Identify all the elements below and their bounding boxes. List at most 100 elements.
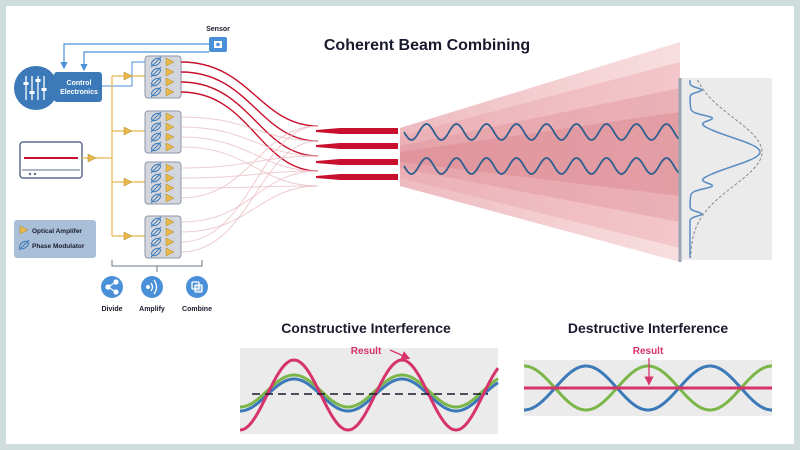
amplifier-triangle — [165, 112, 175, 122]
fiber-line — [180, 81, 319, 157]
sensor-icon — [209, 37, 227, 52]
amplifier-bank — [144, 55, 182, 99]
phase-modulator-icon — [150, 76, 162, 88]
beam-waves — [403, 123, 681, 175]
amplifier-legend-icon — [19, 225, 29, 235]
step-combine: Combine — [182, 276, 212, 313]
amplifier-bank — [144, 110, 182, 154]
step-amplify-label: Amplify — [139, 306, 165, 313]
envelope-profile — [690, 79, 763, 259]
phase-modulator-icon — [150, 192, 162, 204]
fiber-tip — [316, 159, 398, 165]
phase-modulator-icon — [150, 172, 162, 184]
phase-modulator-icon — [150, 121, 162, 133]
fiber-bundle — [180, 61, 319, 253]
feedback-lines — [60, 43, 209, 72]
amplifier-triangle — [165, 122, 175, 132]
input-wave-blue — [240, 377, 499, 413]
preamp-triangle — [87, 153, 97, 163]
amplifier-triangle — [165, 247, 175, 257]
laser-source — [19, 141, 83, 179]
constructive-result-arrow — [389, 349, 411, 360]
intensity-profile — [689, 80, 761, 258]
legend-amplifier: Optical Amplifer — [32, 228, 82, 235]
input-wave-green — [524, 364, 772, 412]
fiber-tip — [316, 174, 398, 180]
branch-amplifiers — [123, 71, 133, 241]
amplifier-triangle — [165, 217, 175, 227]
result-wave — [239, 358, 500, 432]
bank-housing — [144, 161, 182, 205]
phase-modulator-icon — [150, 86, 162, 98]
fiber-line — [180, 116, 319, 142]
amplifier-triangle — [165, 67, 175, 77]
fiber-line — [180, 71, 319, 142]
target-screen — [678, 78, 772, 262]
bank-housing — [144, 215, 182, 259]
phase-modulator-icon — [150, 131, 162, 143]
beam-wave — [403, 123, 681, 141]
amplifier-triangle — [165, 227, 175, 237]
destructive-plot — [524, 360, 772, 416]
amplifier-bank — [144, 161, 182, 205]
control-electronics: Control Electronics — [14, 66, 102, 110]
phase-modulator-icon — [150, 226, 162, 238]
fiber-line — [180, 126, 319, 157]
step-bracket — [111, 260, 203, 272]
fiber-line — [180, 61, 319, 127]
step-divide-label: Divide — [101, 306, 122, 313]
amplifier-triangle — [165, 163, 175, 173]
control-label-line2: Electronics — [60, 89, 98, 96]
control-label-line1: Control — [67, 80, 92, 87]
amplifier-triangle — [165, 57, 175, 67]
diagram-title: Coherent Beam Combining — [324, 37, 530, 54]
input-wave-green — [240, 373, 499, 409]
phase-modulator-icon — [150, 141, 162, 153]
fiber-line — [180, 136, 319, 172]
combine-icon — [191, 281, 203, 293]
step-amplify: Amplify — [139, 276, 165, 313]
constructive-title: Constructive Interference — [281, 320, 451, 336]
legend-modulator: Phase Modulator — [32, 243, 85, 250]
phase-modulator-icon — [150, 56, 162, 68]
fiber-line — [180, 125, 319, 199]
amplifier-triangle — [165, 183, 175, 193]
phase-modulator-icon — [150, 66, 162, 78]
phase-modulator-icon — [150, 162, 162, 174]
amplifier-triangle — [165, 87, 175, 97]
bank-housing — [144, 55, 182, 99]
input-wave-blue — [524, 364, 772, 412]
amplifier-triangle — [165, 193, 175, 203]
amplifier-banks — [144, 55, 182, 259]
destructive-result-label: Result — [633, 346, 664, 357]
amplifier-triangle — [165, 132, 175, 142]
constructive-result-label: Result — [351, 346, 382, 357]
phase-modulator-icon — [150, 111, 162, 123]
beam-cone — [400, 42, 680, 262]
fiber-line — [180, 125, 319, 243]
amplifier-bank — [144, 215, 182, 259]
fiber-line — [180, 140, 319, 253]
fiber-line — [180, 146, 319, 187]
fiber-line — [180, 185, 319, 233]
signal-icon — [146, 279, 158, 295]
step-combine-label: Combine — [182, 306, 212, 313]
constructive-plot — [239, 348, 500, 434]
bank-housing — [144, 110, 182, 154]
step-divide: Divide — [101, 276, 123, 313]
fiber-line — [180, 185, 319, 189]
beam-wave — [403, 157, 681, 175]
legend-box: Optical Amplifer Phase Modulator — [14, 220, 96, 258]
share-icon — [105, 279, 119, 295]
phase-modulator-icon — [150, 236, 162, 248]
fiber-line — [180, 91, 319, 172]
phase-modulator-icon — [150, 216, 162, 228]
phase-modulator-icon — [150, 182, 162, 194]
sensor-label: Sensor — [206, 26, 230, 33]
phase-modulator-icon — [150, 246, 162, 258]
fiber-tips — [316, 128, 398, 180]
fiber-line — [180, 170, 319, 179]
amplifier-triangle — [165, 237, 175, 247]
destructive-title: Destructive Interference — [568, 320, 729, 336]
